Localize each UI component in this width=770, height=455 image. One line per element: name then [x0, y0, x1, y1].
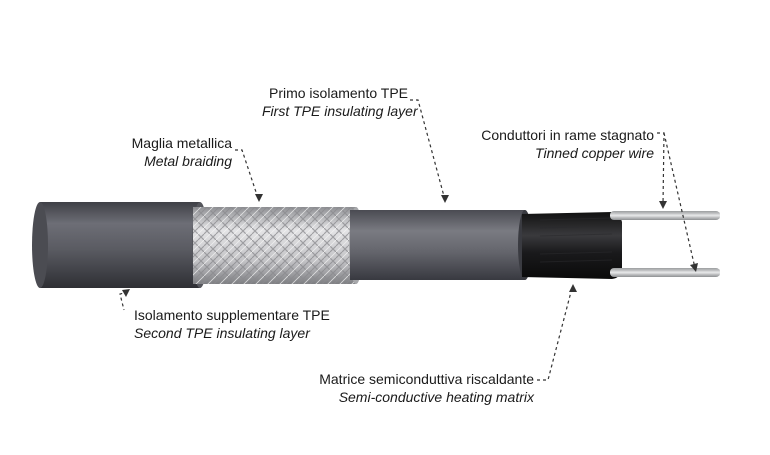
inner-jacket-section — [350, 210, 532, 280]
leader-arrowheads — [122, 194, 698, 297]
arrow-conduttori-top — [659, 201, 667, 209]
label-primo-it: Primo isolamento TPE — [268, 85, 408, 101]
copper-wires — [610, 211, 720, 277]
label-isolamento: Isolamento supplementare TPE Second TPE … — [134, 306, 354, 342]
label-matrice-it: Matrice semiconduttiva riscaldante — [319, 371, 534, 387]
label-conduttori: Conduttori in rame stagnato Tinned coppe… — [456, 126, 654, 162]
leader-matrice — [537, 287, 573, 381]
label-primo: Primo isolamento TPE First TPE insulatin… — [262, 84, 418, 120]
arrow-matrice — [569, 284, 577, 292]
metal-braid-section — [193, 207, 363, 284]
label-matrice: Matrice semiconduttiva riscaldante Semi-… — [290, 370, 534, 406]
outer-jacket-section — [32, 202, 208, 288]
leader-primo — [410, 99, 446, 201]
arrow-isolamento — [122, 289, 130, 297]
label-conduttori-en: Tinned copper wire — [535, 145, 654, 161]
label-maglia-it: Maglia metallica — [131, 135, 232, 151]
label-maglia: Maglia metallica Metal braiding — [98, 134, 232, 170]
leader-lines — [119, 99, 696, 381]
leader-conduttori — [657, 132, 696, 269]
label-isolamento-en: Second TPE insulating layer — [134, 325, 310, 341]
arrow-conduttori-bottom — [690, 263, 698, 272]
leader-maglia — [235, 149, 259, 199]
label-conduttori-it: Conduttori in rame stagnato — [481, 127, 654, 143]
arrow-primo — [441, 195, 449, 203]
label-matrice-en: Semi-conductive heating matrix — [338, 389, 534, 405]
heating-matrix-core — [522, 212, 622, 279]
label-isolamento-it: Isolamento supplementare TPE — [134, 307, 330, 323]
arrow-maglia — [255, 194, 263, 202]
label-primo-en: First TPE insulating layer — [262, 103, 418, 119]
label-maglia-en: Metal braiding — [144, 153, 232, 169]
